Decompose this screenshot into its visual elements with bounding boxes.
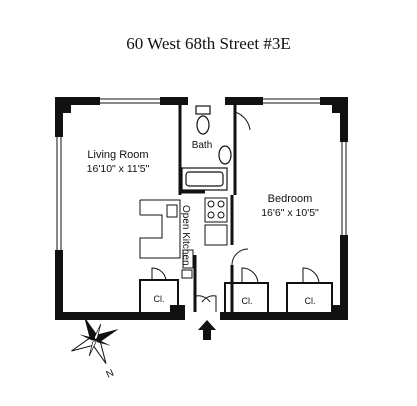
closet-label-2: Cl. <box>242 296 253 306</box>
door-swings <box>151 111 320 312</box>
living-room-label: Living Room <box>87 149 148 161</box>
bath-fixtures <box>181 105 232 191</box>
compass-north-label: N <box>105 368 116 381</box>
closet-walls <box>139 279 333 312</box>
page-title: 60 West 68th Street #3E <box>126 34 291 53</box>
kitchen-label: Open Kitchen <box>180 205 191 266</box>
kitchen-fixtures <box>139 197 228 279</box>
room-labels: Living Room 16'10" x 11'5" Bedroom 16'6"… <box>87 140 319 306</box>
compass-rose-icon <box>71 316 119 364</box>
bedroom-dimensions: 16'6" x 10'5" <box>261 207 319 219</box>
living-room-dimensions: 16'10" x 11'5" <box>87 163 150 175</box>
entrance-arrow-icon <box>198 320 216 340</box>
windows <box>56 98 347 250</box>
closet-label-1: Cl. <box>154 294 165 304</box>
bedroom-label: Bedroom <box>268 193 313 205</box>
bath-label: Bath <box>192 140 213 151</box>
closet-label-3: Cl. <box>305 296 316 306</box>
interior-walls <box>178 105 237 312</box>
exterior-walls <box>55 97 348 320</box>
